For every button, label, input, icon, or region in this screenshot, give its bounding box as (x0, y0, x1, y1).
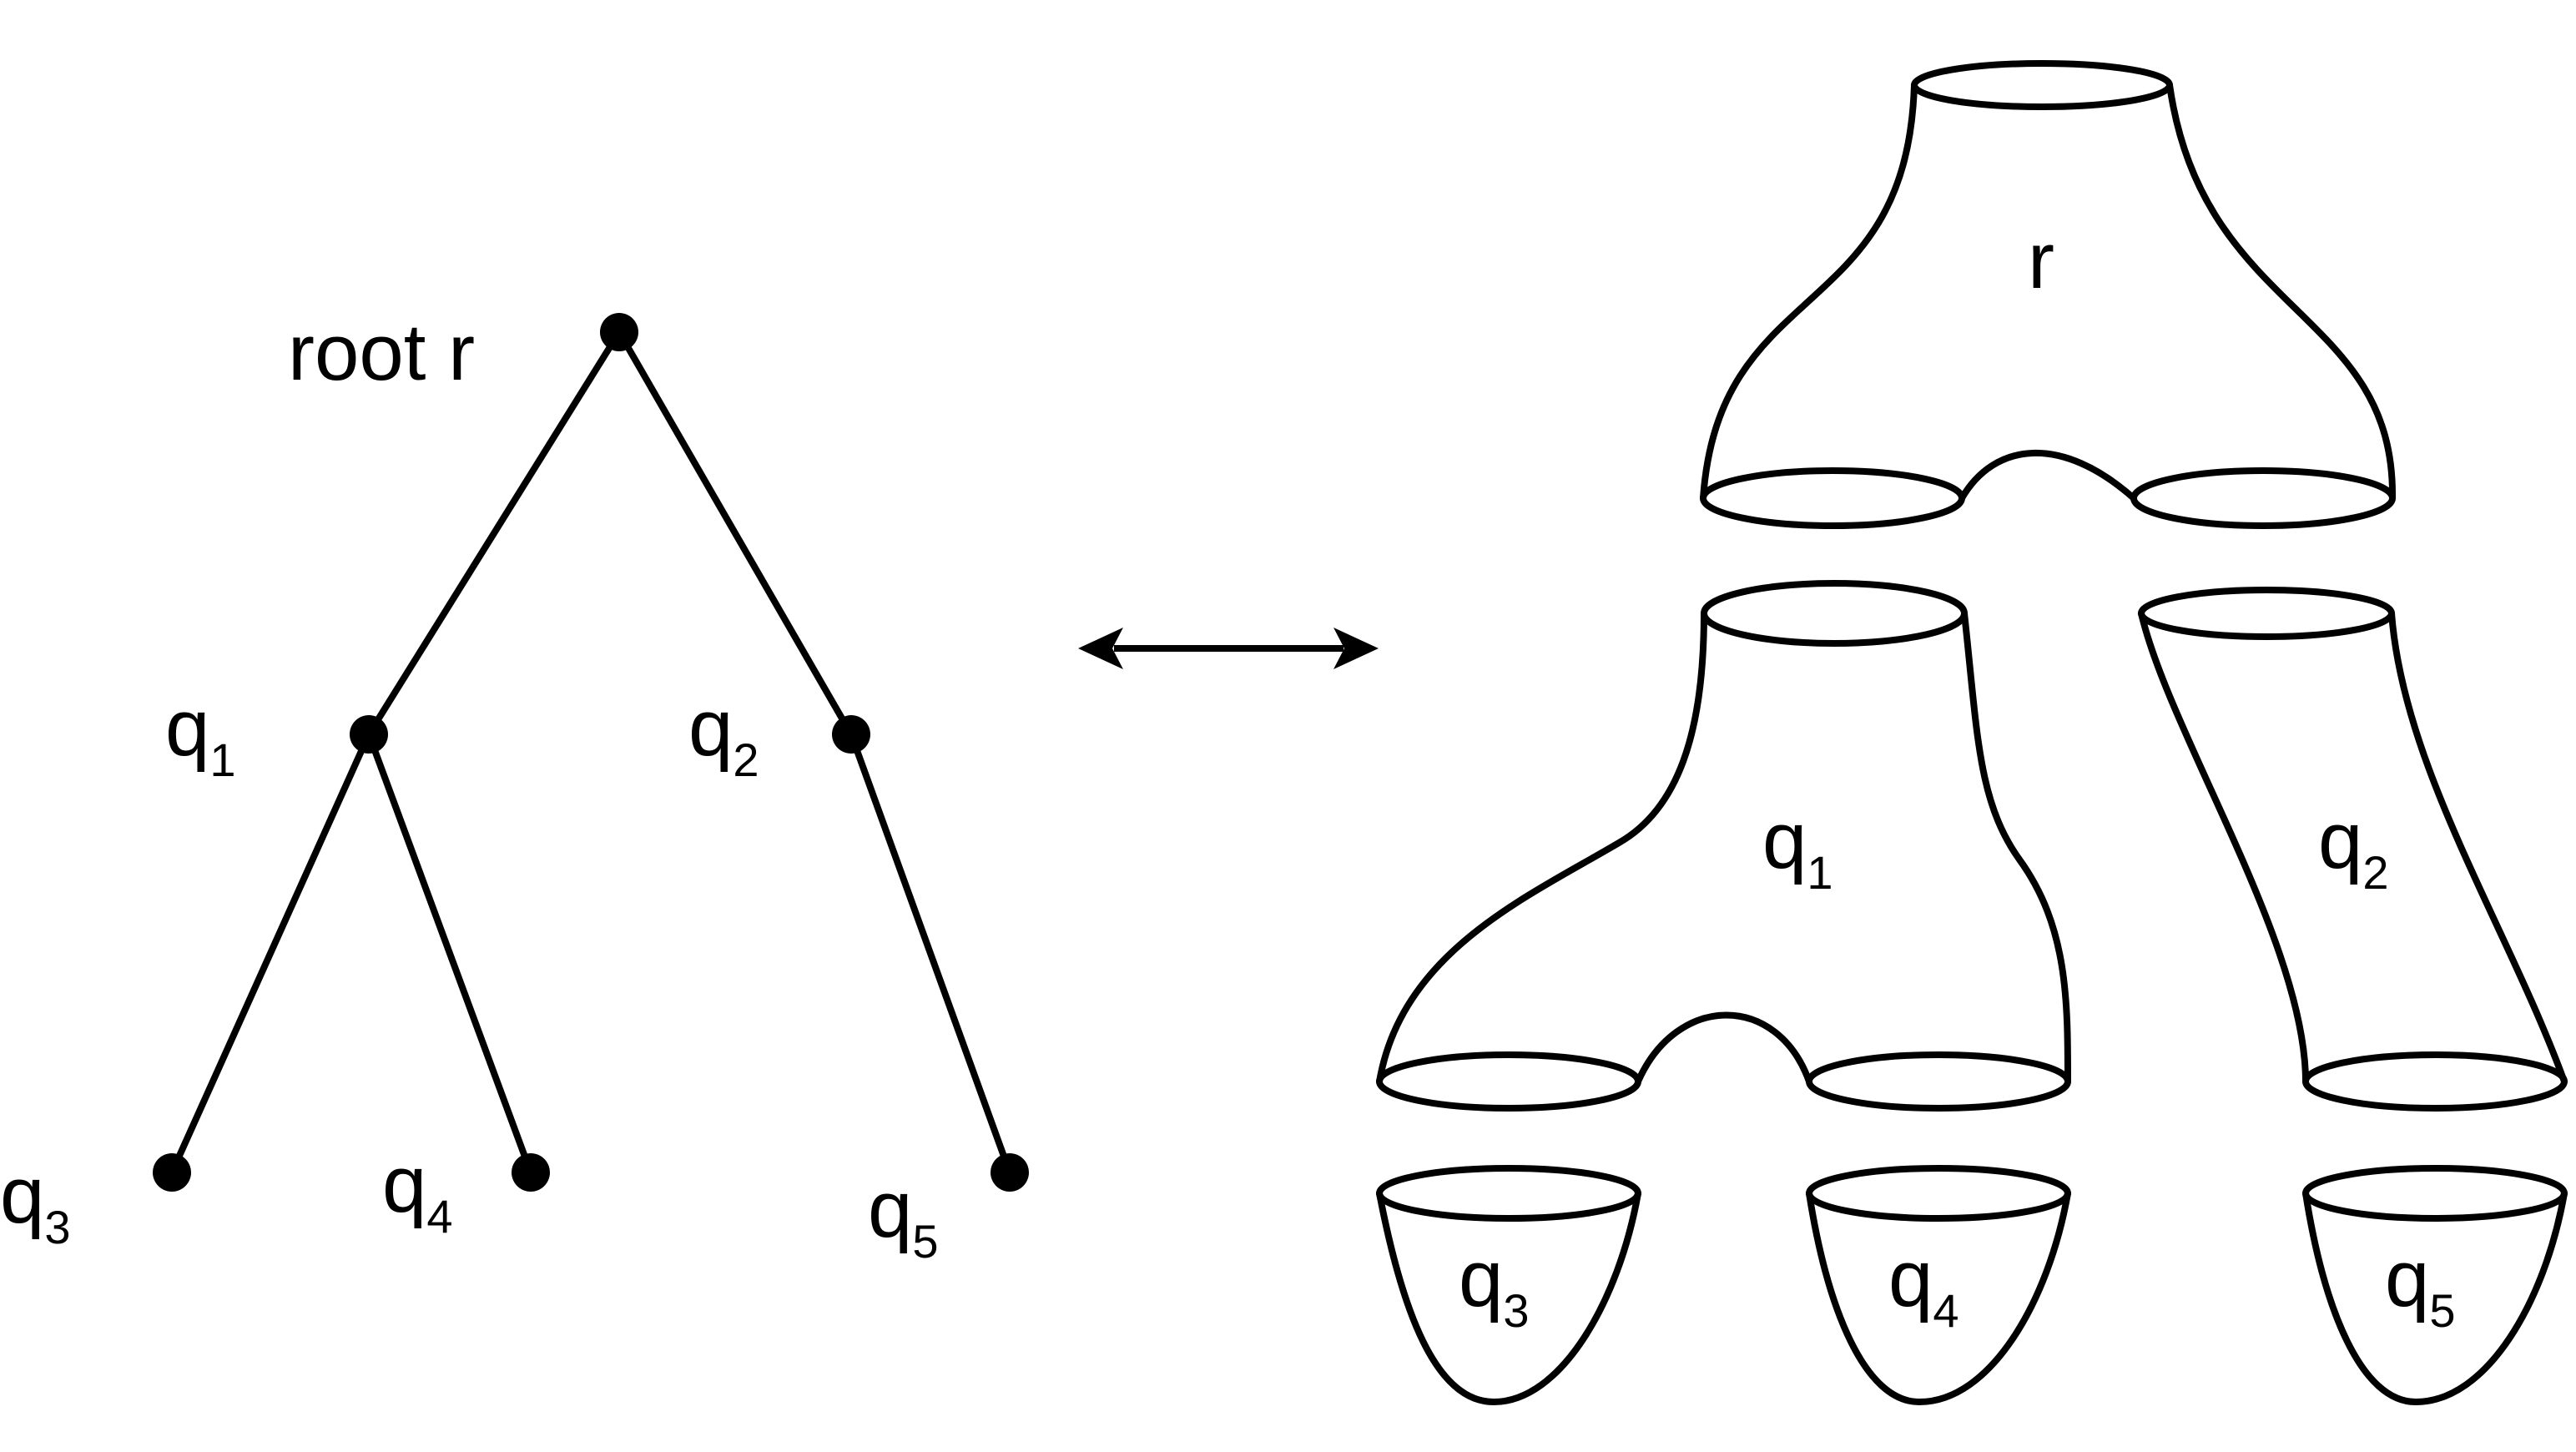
root-label: root r (288, 308, 475, 397)
surface-piece-q5: q5 (2302, 1165, 2568, 1405)
edge-q2-q5 (848, 733, 1013, 1174)
surface-label-q1: q1 (1762, 796, 1833, 899)
node-q3 (153, 1153, 191, 1192)
label-q5: q5 (868, 1165, 939, 1268)
node-q1 (350, 715, 388, 754)
edge-r-q1 (365, 330, 623, 737)
surface-piece-q3: q3 (1376, 1165, 1641, 1405)
surface-piece-r: r (1700, 60, 2397, 529)
node-q5 (991, 1153, 1029, 1192)
label-q1: q1 (165, 683, 236, 786)
surface-label-q5: q5 (2385, 1234, 2456, 1337)
edge-q1-q4 (365, 733, 534, 1174)
double-arrow-icon (1078, 628, 1379, 669)
surface-label-q2: q2 (2318, 796, 2389, 899)
surface-label-r: r (2028, 216, 2054, 305)
label-q3: q3 (0, 1151, 71, 1253)
surface-piece-q1: q1 (1376, 580, 2071, 1112)
node-q4 (512, 1153, 550, 1192)
surface-piece-q4: q4 (1806, 1165, 2071, 1405)
edge-r-q2 (616, 330, 854, 736)
surface-piece-q2: q2 (2138, 587, 2568, 1112)
surface-decomposition: r q1 q2 q (1376, 60, 2568, 1405)
surface-label-q3: q3 (1459, 1234, 1530, 1337)
surface-label-q4: q4 (1888, 1234, 1959, 1337)
edge-q1-q3 (169, 733, 372, 1174)
rooted-tree: root r q1 q2 q3 q4 q5 (0, 308, 1029, 1268)
label-q2: q2 (688, 683, 759, 786)
node-root (600, 313, 638, 351)
label-q4: q4 (382, 1140, 453, 1243)
node-q2 (832, 715, 870, 754)
